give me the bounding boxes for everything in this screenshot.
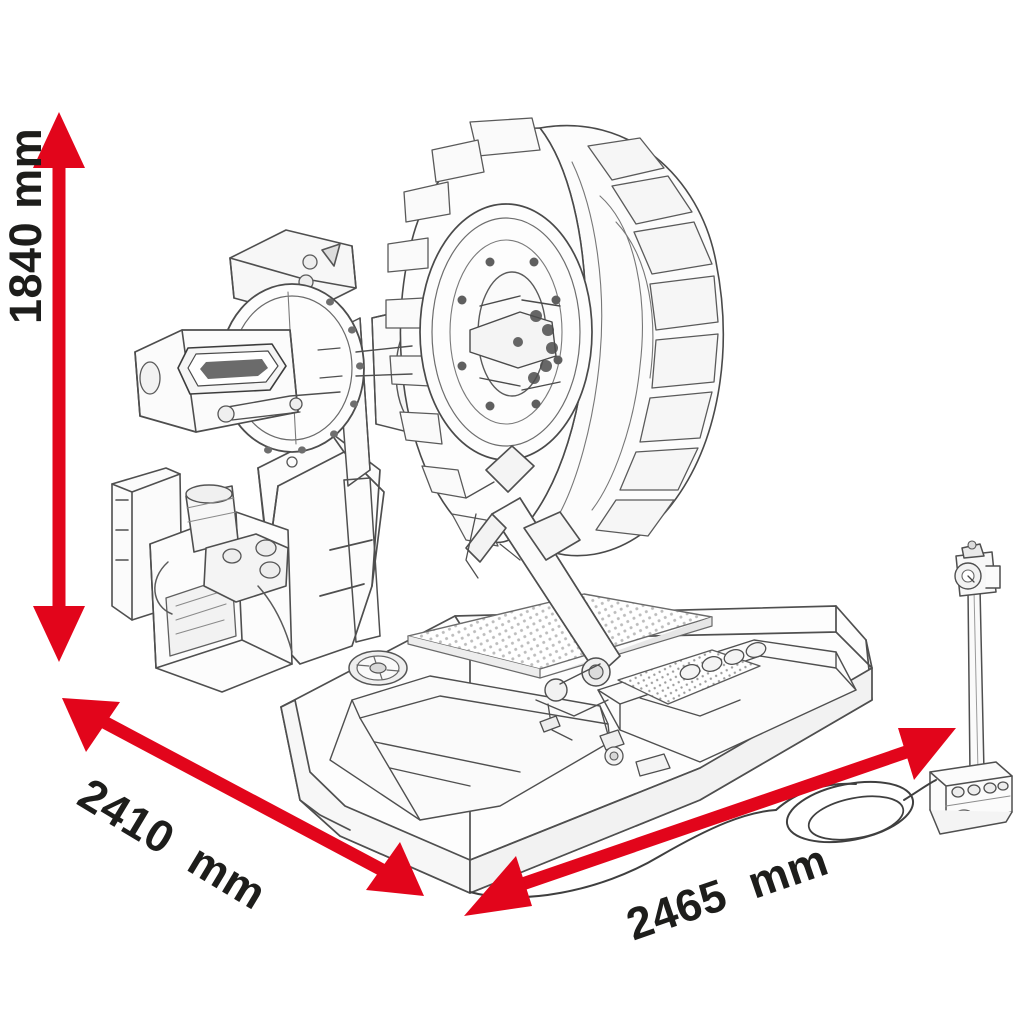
height-dimension-label: 1840 mm [0,127,51,324]
base-fittings [539,715,671,777]
height-dimension-arrow [33,112,85,662]
bead-breaker-arm [465,445,621,741]
hydraulic-power-pack [111,467,293,693]
base-handwheel [348,650,408,686]
depth-dimension-arrow [62,698,424,896]
pedal-control-unit [929,540,1013,835]
tractor-tyre [385,117,724,557]
track-rollers [679,642,767,680]
dimension-arrows [33,112,956,916]
tool-head-assembly [134,229,365,468]
flange-bolts [264,298,364,454]
pedal-buttons [951,781,1009,798]
width-dimension-arrow [464,728,956,916]
rim-bolts [457,257,563,411]
base-rails [329,675,611,821]
